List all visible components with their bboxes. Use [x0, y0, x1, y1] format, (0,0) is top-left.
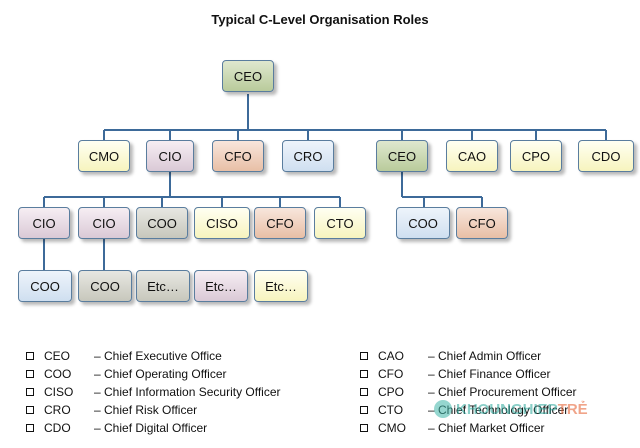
legend-abbr: CMO: [378, 420, 406, 435]
legend-item: CISO – Chief Information Security Office…: [26, 383, 281, 400]
legend-abbr: CTO: [378, 402, 404, 417]
checkbox-icon: [360, 423, 368, 432]
watermark-text-2: TRẺ: [557, 400, 588, 418]
checkbox-icon: [26, 387, 34, 396]
legend-abbr: COO: [44, 366, 72, 381]
legend-item: CPO – Chief Procurement Officer: [360, 383, 577, 400]
checkbox-icon: [26, 423, 34, 432]
org-node-cfo-right: CFO: [456, 207, 508, 239]
legend-abbr: CAO: [378, 348, 405, 363]
legend-abbr: CDO: [44, 420, 71, 435]
org-node-ceo-root: CEO: [222, 60, 274, 92]
legend-item: CTO – Chief Technology Officer: [360, 401, 568, 418]
org-node-cio-sub-1: CIO: [18, 207, 70, 239]
org-node-ciso: CISO: [194, 207, 250, 239]
legend-item: CAO – Chief Admin Officer: [360, 347, 541, 364]
legend-description: – Chief Executive Office: [94, 348, 222, 363]
legend-description: – Chief Admin Officer: [428, 348, 542, 363]
org-node-cpo: CPO: [510, 140, 562, 172]
legend-right: CAO – Chief Admin Officer CFO – Chief Fi…: [360, 347, 630, 437]
org-node-cfo: CFO: [212, 140, 264, 172]
legend-description: – Chief Operating Officer: [94, 366, 227, 381]
legend-abbr: CEO: [44, 348, 71, 363]
org-node-cro: CRO: [282, 140, 334, 172]
legend-description: – Chief Market Officer: [428, 420, 545, 435]
org-node-etc-3: Etc…: [254, 270, 308, 302]
checkbox-icon: [360, 351, 368, 360]
diagram-title: Typical C-Level Organisation Roles: [211, 12, 429, 27]
checkbox-icon: [26, 405, 34, 414]
legend-left: CEO – Chief Executive Office COO – Chief…: [26, 347, 346, 437]
legend-abbr: CISO: [44, 384, 74, 399]
checkbox-icon: [26, 351, 34, 360]
legend-description: – Chief Information Security Officer: [94, 384, 281, 399]
legend-item: CEO – Chief Executive Office: [26, 347, 222, 364]
org-node-cio: CIO: [146, 140, 194, 172]
org-node-cto: CTO: [314, 207, 366, 239]
org-node-etc-1: Etc…: [136, 270, 190, 302]
watermark: KHOUNGHIEP TRẺ: [434, 400, 588, 418]
checkbox-icon: [360, 369, 368, 378]
watermark-text-1: KHOUNGHIEP: [456, 400, 558, 418]
org-node-etc-2: Etc…: [194, 270, 248, 302]
legend-item: CRO – Chief Risk Officer: [26, 401, 197, 418]
org-node-coo-right: COO: [396, 207, 450, 239]
legend-abbr: CRO: [44, 402, 71, 417]
legend-description: – Chief Finance Officer: [428, 366, 551, 381]
legend-description: – Chief Risk Officer: [94, 402, 198, 417]
org-node-coo-sub: COO: [136, 207, 188, 239]
watermark-logo-icon: [434, 400, 452, 418]
legend-description: – Chief Procurement Officer: [428, 384, 577, 399]
org-node-coo-l3-1: COO: [18, 270, 72, 302]
checkbox-icon: [26, 369, 34, 378]
org-node-cdo: CDO: [578, 140, 634, 172]
org-node-cio-sub-2: CIO: [78, 207, 130, 239]
legend-abbr: CPO: [378, 384, 405, 399]
checkbox-icon: [360, 405, 368, 414]
checkbox-icon: [360, 387, 368, 396]
legend-item: CMO – Chief Market Officer: [360, 419, 544, 436]
org-node-cao: CAO: [446, 140, 498, 172]
legend-item: CDO – Chief Digital Officer: [26, 419, 207, 436]
legend-item: CFO – Chief Finance Officer: [360, 365, 551, 382]
legend-item: COO – Chief Operating Officer: [26, 365, 227, 382]
org-node-cmo: CMO: [78, 140, 130, 172]
org-node-coo-l3-2: COO: [78, 270, 132, 302]
legend-abbr: CFO: [378, 366, 404, 381]
org-node-ceo-secondary: CEO: [376, 140, 428, 172]
org-node-cfo-sub: CFO: [254, 207, 306, 239]
legend-description: – Chief Digital Officer: [94, 420, 208, 435]
legend-description: – Chief Technology Officer: [428, 402, 569, 417]
